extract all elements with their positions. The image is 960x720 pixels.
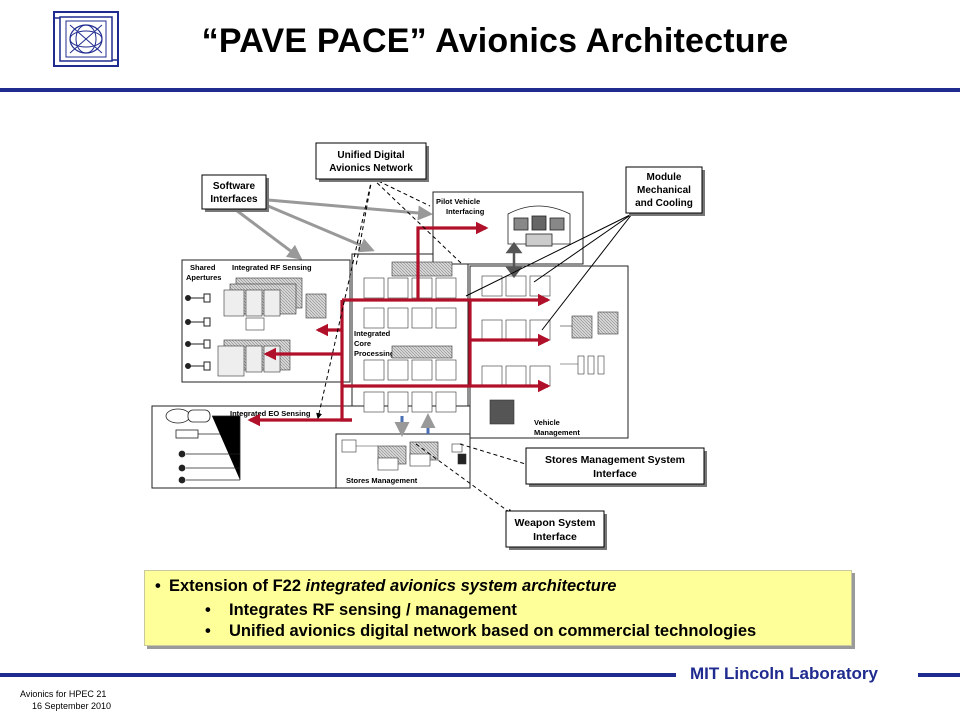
eo-sensors-icon bbox=[165, 408, 241, 484]
rf-module-stack-icon bbox=[217, 277, 327, 377]
callout-unified-network: Unified Digital Avionics Network bbox=[315, 142, 429, 182]
summary-box: • Extension of F22 integrated avionics sy… bbox=[144, 570, 852, 646]
slide-title: “PAVE PACE” Avionics Architecture bbox=[201, 22, 789, 60]
network-dashed-lines bbox=[316, 177, 534, 515]
footer-divider-right bbox=[918, 673, 960, 677]
summary-main-bullet: • Extension of F22 integrated avionics sy… bbox=[155, 577, 616, 596]
mit-ll-logo-icon bbox=[53, 11, 119, 67]
callout-stores-interface: Stores Management System Interface bbox=[525, 447, 707, 487]
unified-network-line-2: Avionics Network bbox=[329, 163, 413, 174]
core-processing-modules-icon bbox=[363, 261, 457, 413]
bullet-icon: • bbox=[205, 622, 211, 640]
callout-weapon-system: Weapon System Interface bbox=[505, 510, 607, 550]
summary-main-text: Extension of F22 bbox=[169, 577, 306, 595]
vehicle-label-2: Management bbox=[534, 428, 580, 437]
weapon-line-2: Interface bbox=[533, 531, 577, 543]
footer-course: Avionics for HPEC 21 bbox=[20, 689, 107, 699]
shared-apertures-icon bbox=[185, 293, 211, 371]
software-line-2: Interfaces bbox=[210, 194, 258, 205]
callout-software-interfaces: Software Interfaces bbox=[201, 174, 269, 212]
summary-sub-text-1: Integrates RF sensing / management bbox=[229, 601, 517, 619]
vehicle-label-1: Vehicle bbox=[534, 418, 560, 427]
eo-sensing-label: Integrated EO Sensing bbox=[230, 409, 311, 418]
unified-network-line-1: Unified Digital bbox=[337, 150, 404, 161]
pilot-label-1: Pilot Vehicle bbox=[436, 197, 480, 206]
summary-sub-bullet-2: • Unified avionics digital network based … bbox=[205, 622, 756, 641]
weapon-line-1: Weapon System bbox=[515, 517, 596, 529]
footer-date: 16 September 2010 bbox=[32, 701, 112, 711]
summary-main-italic: integrated avionics system architecture bbox=[305, 577, 617, 595]
footer-lab-name: MIT Lincoln Laboratory bbox=[690, 664, 878, 683]
summary-sub-bullet-1: • Integrates RF sensing / management bbox=[205, 601, 517, 620]
module-line-3: and Cooling bbox=[635, 198, 693, 209]
core-label-3: Processing bbox=[354, 349, 395, 358]
shared-label-2: Apertures bbox=[186, 273, 221, 282]
rf-sensing-label: Integrated RF Sensing bbox=[232, 263, 312, 272]
stores-modules-icon bbox=[341, 439, 467, 471]
summary-sub-text-2: Unified avionics digital network based o… bbox=[229, 622, 757, 640]
software-interface-arrows bbox=[235, 198, 433, 260]
core-label-1: Integrated bbox=[354, 329, 391, 338]
module-line-1: Module bbox=[647, 172, 682, 183]
module-pointer-lines bbox=[465, 213, 633, 331]
bullet-icon: • bbox=[155, 577, 161, 595]
pilot-label-2: Interfacing bbox=[446, 207, 485, 216]
module-line-2: Mechanical bbox=[637, 185, 691, 196]
stores-mgmt-label: Stores Management bbox=[346, 476, 418, 485]
stores-iface-line-2: Interface bbox=[593, 468, 637, 480]
footer-divider-left bbox=[0, 673, 676, 677]
shared-label-1: Shared bbox=[190, 263, 216, 272]
vehicle-management-modules-icon bbox=[481, 275, 619, 425]
callout-module-mechanical: Module Mechanical and Cooling bbox=[625, 166, 705, 216]
cockpit-display-icon bbox=[507, 205, 571, 247]
bullet-icon: • bbox=[205, 601, 211, 619]
title-divider bbox=[0, 88, 960, 92]
stores-iface-line-1: Stores Management System bbox=[545, 454, 685, 466]
core-label-2: Core bbox=[354, 339, 371, 348]
red-data-bus bbox=[247, 221, 551, 427]
software-line-1: Software bbox=[213, 181, 256, 192]
blue-links bbox=[394, 413, 436, 437]
